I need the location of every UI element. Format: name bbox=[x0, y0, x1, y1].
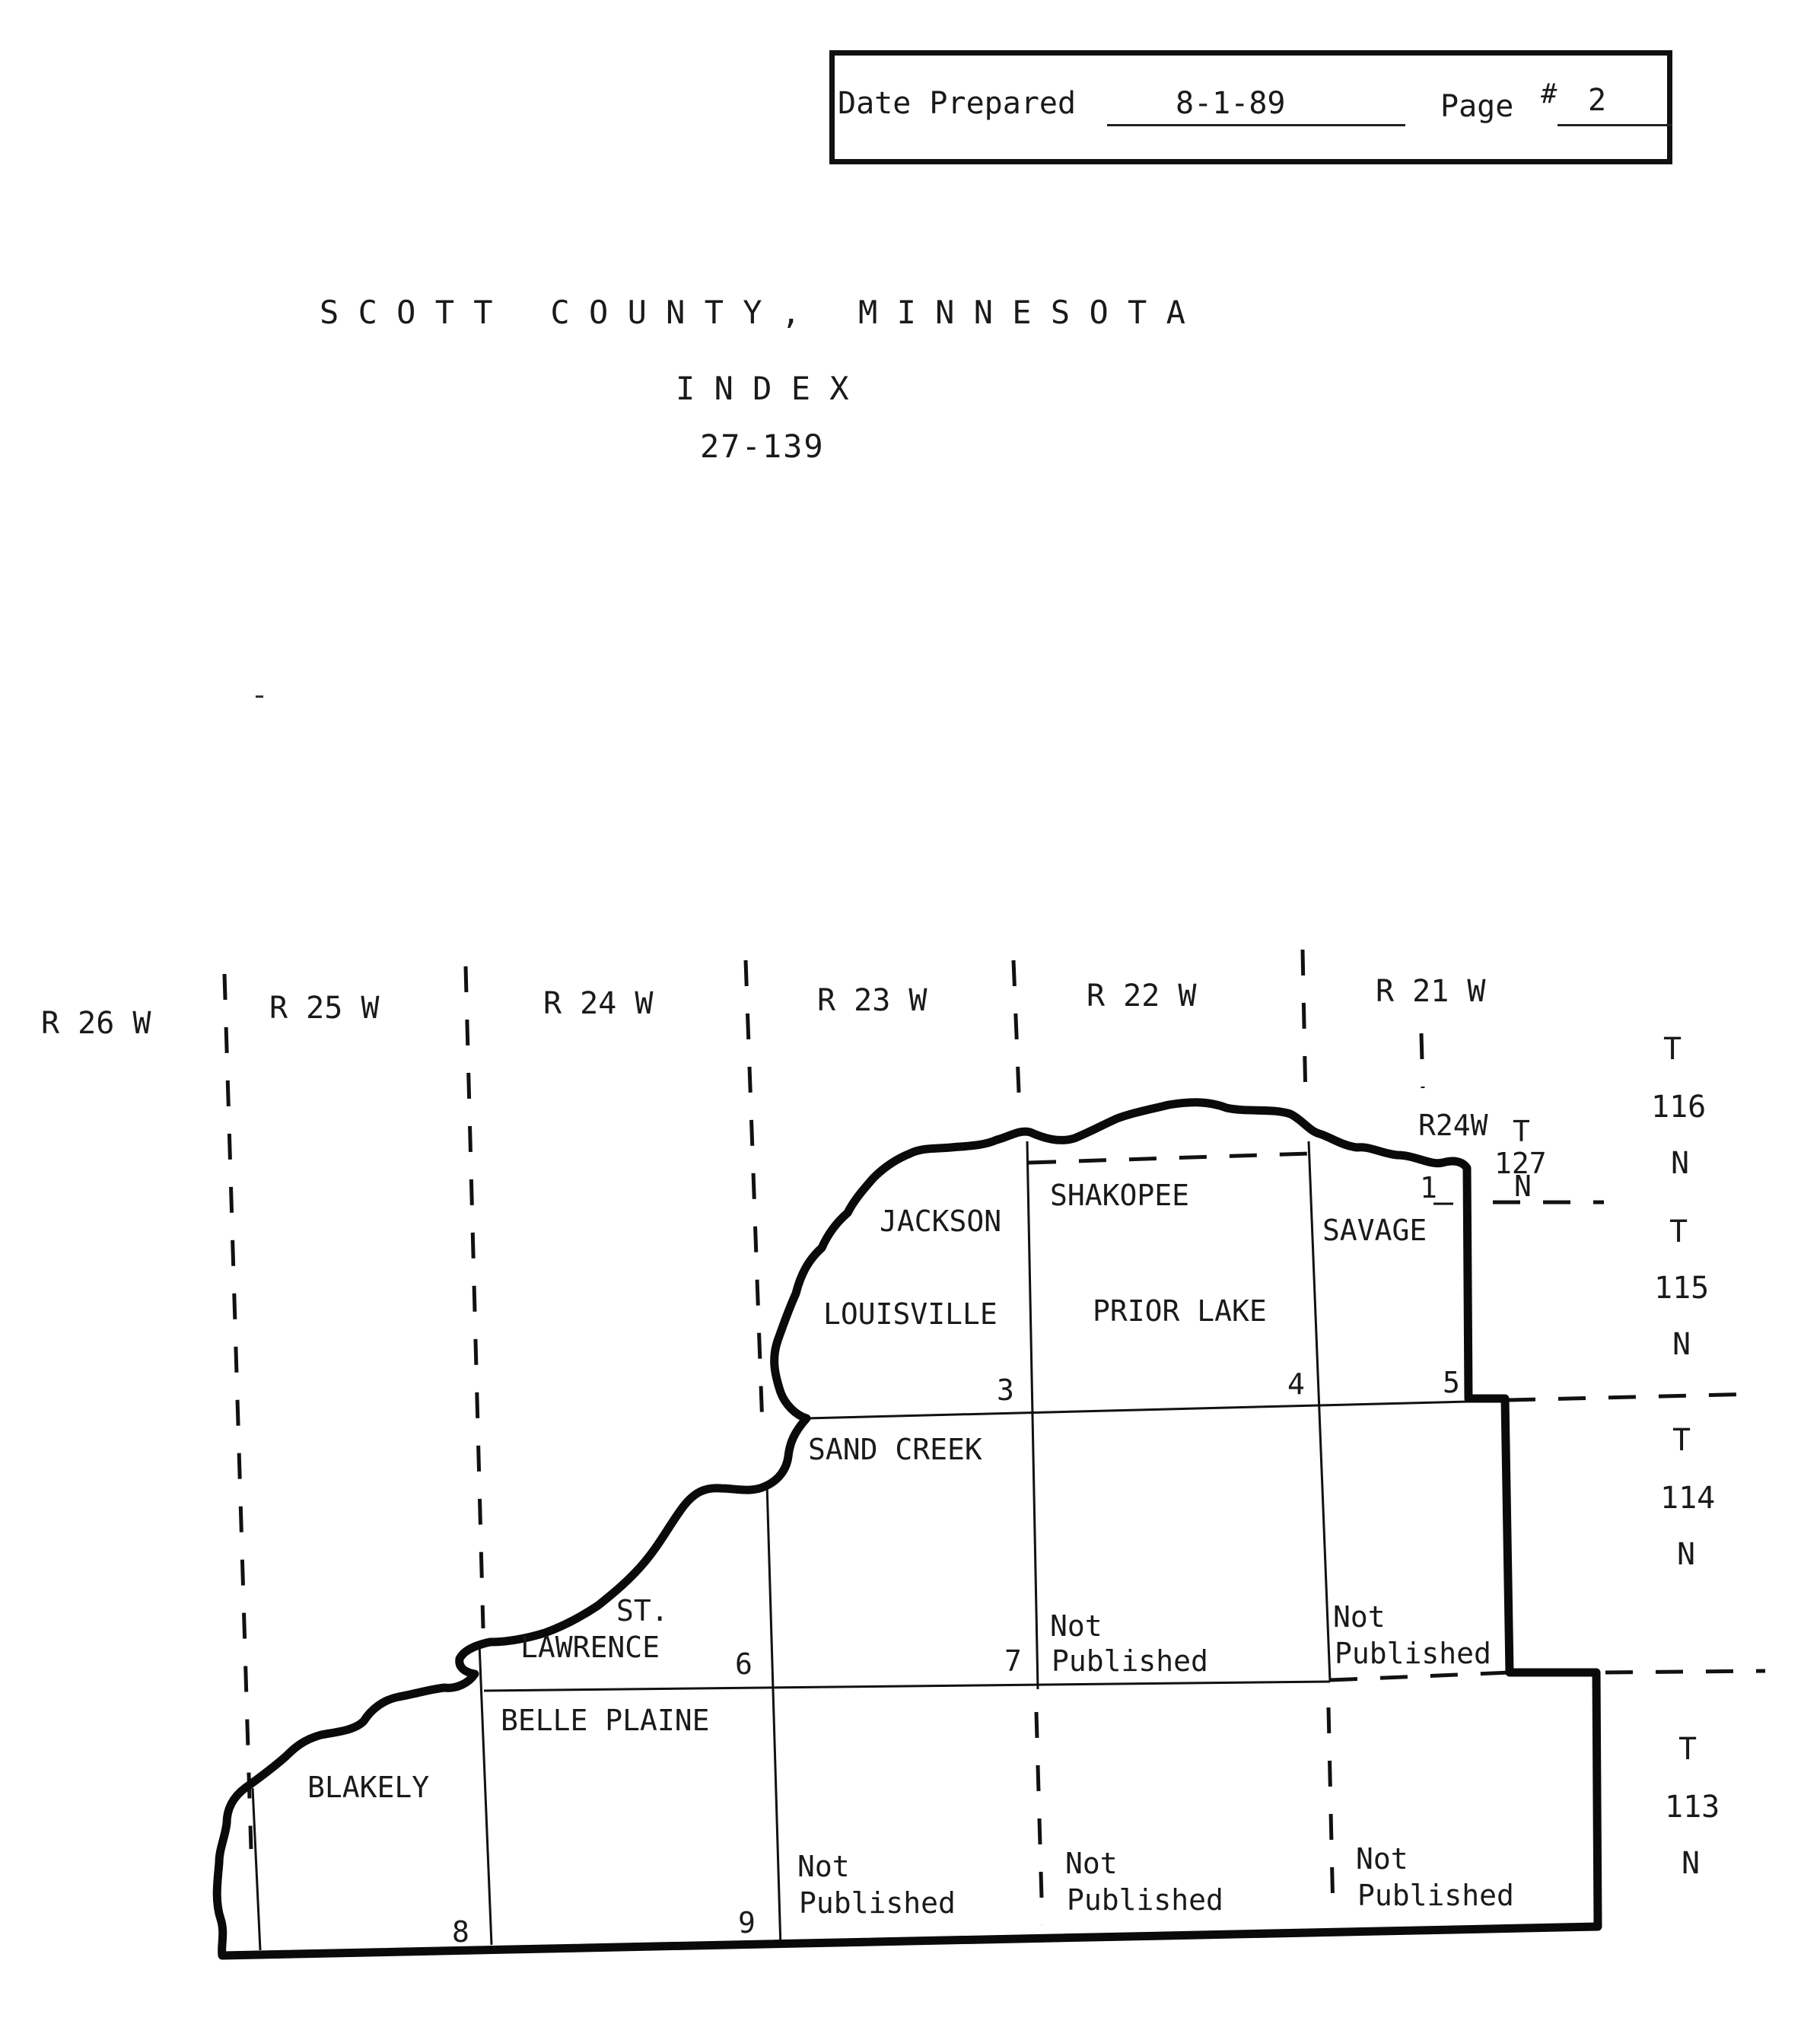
place-names: JACKSON SHAKOPEE SAVAGE LOUISVILLE PRIOR… bbox=[307, 1179, 1427, 1804]
range-label-21: R 21 W bbox=[1376, 974, 1486, 1009]
range-line-south-21 bbox=[1326, 1707, 1335, 1914]
not-published-1-line2: Published bbox=[1052, 1644, 1208, 1678]
sheet-boundaries bbox=[251, 1141, 1469, 1951]
place-savage: SAVAGE bbox=[1322, 1214, 1427, 1247]
sheet-numbers: 3 4 5 6 7 8 9 bbox=[452, 1366, 1460, 1949]
range-label-24: R 24 W bbox=[543, 986, 654, 1021]
range-label-22: R 22 W bbox=[1087, 979, 1197, 1014]
place-louisville: LOUISVILLE bbox=[823, 1297, 998, 1331]
not-published-5-line2: Published bbox=[1357, 1879, 1514, 1912]
sheet-boundary-g bbox=[251, 1787, 262, 1951]
not-published-5-line1: Not bbox=[1356, 1842, 1408, 1876]
sheet-boundary-a bbox=[1026, 1141, 1039, 1690]
not-published-2-line2: Published bbox=[1335, 1637, 1491, 1670]
header-box: Date Prepared 8-1-89 Page # 2 bbox=[829, 50, 1672, 164]
township-115-t: T bbox=[1669, 1214, 1688, 1249]
place-jackson: JACKSON bbox=[880, 1205, 1001, 1238]
township-115-n: N bbox=[1672, 1327, 1691, 1362]
not-published-1-line1: Not bbox=[1050, 1609, 1102, 1643]
sheet-number-1: 1 bbox=[1420, 1171, 1437, 1205]
township-113-num: 113 bbox=[1665, 1790, 1720, 1825]
sheet-number-3: 3 bbox=[997, 1373, 1014, 1407]
sheet-boundary-b bbox=[1307, 1141, 1332, 1682]
inset-t: T bbox=[1513, 1115, 1530, 1148]
range-line-21-inset bbox=[1419, 1033, 1425, 1089]
not-published-2-line1: Not bbox=[1333, 1600, 1386, 1634]
stray-mark bbox=[256, 695, 263, 698]
range-line-26-25 bbox=[222, 973, 253, 1850]
place-lawrence: LAWRENCE bbox=[520, 1631, 660, 1664]
sheet-number-6: 6 bbox=[735, 1647, 752, 1681]
township-116-t: T bbox=[1663, 1032, 1682, 1067]
place-sand-creek: SAND CREEK bbox=[808, 1433, 982, 1466]
sheet-number-7: 7 bbox=[1004, 1644, 1022, 1678]
township-113-t: T bbox=[1678, 1732, 1697, 1767]
place-belle-plaine: BELLE PLAINE bbox=[501, 1704, 710, 1737]
sheet-boundary-e bbox=[483, 1680, 1331, 1692]
page-label: Page bbox=[1440, 89, 1514, 124]
page-underline bbox=[1558, 124, 1672, 126]
range-line-24-23 bbox=[743, 959, 765, 1427]
inset-range: R24W bbox=[1418, 1109, 1488, 1142]
range-line-22-21 bbox=[1300, 949, 1308, 1103]
range-label-23: R 23 W bbox=[817, 983, 928, 1018]
index-title: I N D E X bbox=[676, 370, 849, 407]
inset-n: N bbox=[1514, 1170, 1532, 1203]
county-title: S C O T T C O U N T Y , M I N N E S O T … bbox=[320, 294, 1185, 331]
inset-label: R24W T 127 N 1 bbox=[1418, 1109, 1547, 1205]
not-published-4-line2: Published bbox=[1067, 1883, 1223, 1917]
place-prior-lake: PRIOR LAKE bbox=[1093, 1294, 1267, 1328]
not-published-labels: Not Published Not Published Not Publishe… bbox=[797, 1600, 1514, 1920]
township-116-n: N bbox=[1671, 1146, 1689, 1181]
township-113-n: N bbox=[1682, 1846, 1700, 1881]
not-published-3-line1: Not bbox=[797, 1850, 850, 1883]
county-boundary bbox=[212, 1098, 1602, 1960]
index-number: 27-139 bbox=[700, 428, 825, 465]
sheet-boundary-f bbox=[478, 1643, 493, 1946]
township-line-115-114-east bbox=[1507, 1392, 1755, 1402]
range-label-25: R 25 W bbox=[269, 991, 380, 1026]
inset-number: 127 bbox=[1494, 1147, 1547, 1180]
not-published-3-line2: Published bbox=[799, 1886, 956, 1920]
place-st: ST. bbox=[616, 1594, 669, 1628]
not-published-4-line1: Not bbox=[1065, 1847, 1118, 1880]
township-line-116-115 bbox=[1028, 1151, 1309, 1165]
township-lines bbox=[1028, 1151, 1766, 1682]
place-blakely: BLAKELY bbox=[307, 1771, 429, 1804]
sheet-boundary-d bbox=[765, 1483, 782, 1949]
sheet-number-4: 4 bbox=[1287, 1367, 1305, 1401]
place-shakopee: SHAKOPEE bbox=[1050, 1179, 1189, 1212]
range-label-26: R 26 W bbox=[41, 1006, 151, 1041]
township-115-num: 115 bbox=[1654, 1271, 1709, 1306]
township-114-num: 114 bbox=[1660, 1481, 1715, 1516]
range-line-south-22 bbox=[1034, 1711, 1045, 1926]
township-line-114-113-mid bbox=[1329, 1670, 1512, 1682]
page-number-symbol: # bbox=[1541, 78, 1558, 110]
township-line-114-113-east bbox=[1605, 1669, 1766, 1675]
range-line-25-24 bbox=[463, 966, 485, 1629]
township-labels: T 116 N T 115 N T 114 N T 113 N bbox=[1651, 1032, 1720, 1881]
township-114-t: T bbox=[1672, 1423, 1691, 1458]
township-114-n: N bbox=[1677, 1537, 1695, 1572]
page-number-value: 2 bbox=[1588, 83, 1607, 118]
date-prepared-value: 8-1-89 bbox=[1176, 86, 1286, 121]
sheet-number-5: 5 bbox=[1443, 1366, 1460, 1399]
date-prepared-label: Date Prepared bbox=[838, 86, 1077, 121]
range-labels: R 26 W R 25 W R 24 W R 23 W R 22 W R 21 … bbox=[41, 974, 1486, 1041]
sheet-number-8: 8 bbox=[452, 1915, 469, 1949]
range-lines bbox=[222, 949, 1425, 1926]
township-116-num: 116 bbox=[1651, 1090, 1706, 1125]
sheet-boundary-c bbox=[806, 1400, 1469, 1420]
sheet-number-9: 9 bbox=[738, 1906, 756, 1940]
range-line-23-22 bbox=[1011, 959, 1022, 1112]
date-underline bbox=[1107, 124, 1405, 126]
